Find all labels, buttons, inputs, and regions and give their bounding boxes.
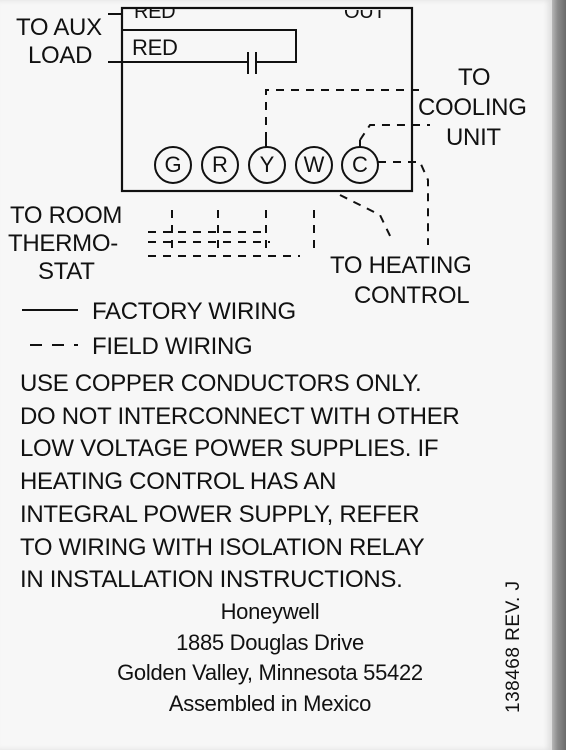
notice-line: INTEGRAL POWER SUPPLY, REFER xyxy=(20,501,420,528)
terminal-g: G xyxy=(154,146,192,184)
notice-line: IN INSTALLATION INSTRUCTIONS. xyxy=(20,566,403,593)
terminal-w: W xyxy=(295,146,333,184)
cooling-label-3: UNIT xyxy=(446,124,501,151)
notice-line: HEATING CONTROL HAS AN xyxy=(20,468,337,495)
field-wire-cooling-2 xyxy=(359,124,412,141)
field-wire-cooling-1 xyxy=(265,89,420,140)
notice-line: LOW VOLTAGE POWER SUPPLIES. IF xyxy=(20,435,439,462)
terminal-r: R xyxy=(201,146,239,184)
legend-factory-label: FACTORY WIRING xyxy=(92,298,296,325)
relay-loop xyxy=(122,29,297,63)
heating-label-1: TO HEATING xyxy=(330,252,472,279)
thermostat-label-1: TO ROOM xyxy=(10,202,123,229)
wiring-label: G R Y W C TO AUX LOAD RED RED OUT TO COO… xyxy=(0,0,552,750)
notice-line: USE COPPER CONDUCTORS ONLY. xyxy=(20,370,422,397)
terminal-y: Y xyxy=(248,146,286,184)
terminal-c: C xyxy=(341,146,379,184)
cooling-label-2: COOLING xyxy=(418,94,527,121)
wire-red-label: RED xyxy=(132,35,178,60)
legend-field-label: FIELD WIRING xyxy=(92,333,253,360)
revision-code: 138468 REV. J xyxy=(503,580,524,713)
wire-top-label: RED xyxy=(134,1,176,23)
aux-load-label-2: LOAD xyxy=(28,42,93,69)
top-partial-label: OUT xyxy=(344,1,386,23)
wiring-diagram xyxy=(22,6,430,346)
module-box xyxy=(120,6,414,193)
manufacturer-name: Honeywell xyxy=(220,599,320,624)
manufacturer-street: 1885 Douglas Drive xyxy=(176,630,364,655)
aux-load-label-1: TO AUX xyxy=(16,14,102,41)
cooling-label-1: TO xyxy=(458,64,491,91)
assembled-in: Assembled in Mexico xyxy=(168,691,372,716)
thermostat-label-3: STAT xyxy=(38,258,95,285)
field-wire-c xyxy=(378,161,429,245)
notice-line: DO NOT INTERCONNECT WITH OTHER xyxy=(20,403,460,430)
manufacturer-city: Golden Valley, Minnesota 55422 xyxy=(117,660,423,685)
field-wire-heating xyxy=(339,194,393,241)
heating-label-2: CONTROL xyxy=(354,282,470,309)
thermostat-label-2: THERMO- xyxy=(8,230,118,257)
notice-line: TO WIRING WITH ISOLATION RELAY xyxy=(20,534,425,561)
label-edge-shadow xyxy=(552,0,566,750)
